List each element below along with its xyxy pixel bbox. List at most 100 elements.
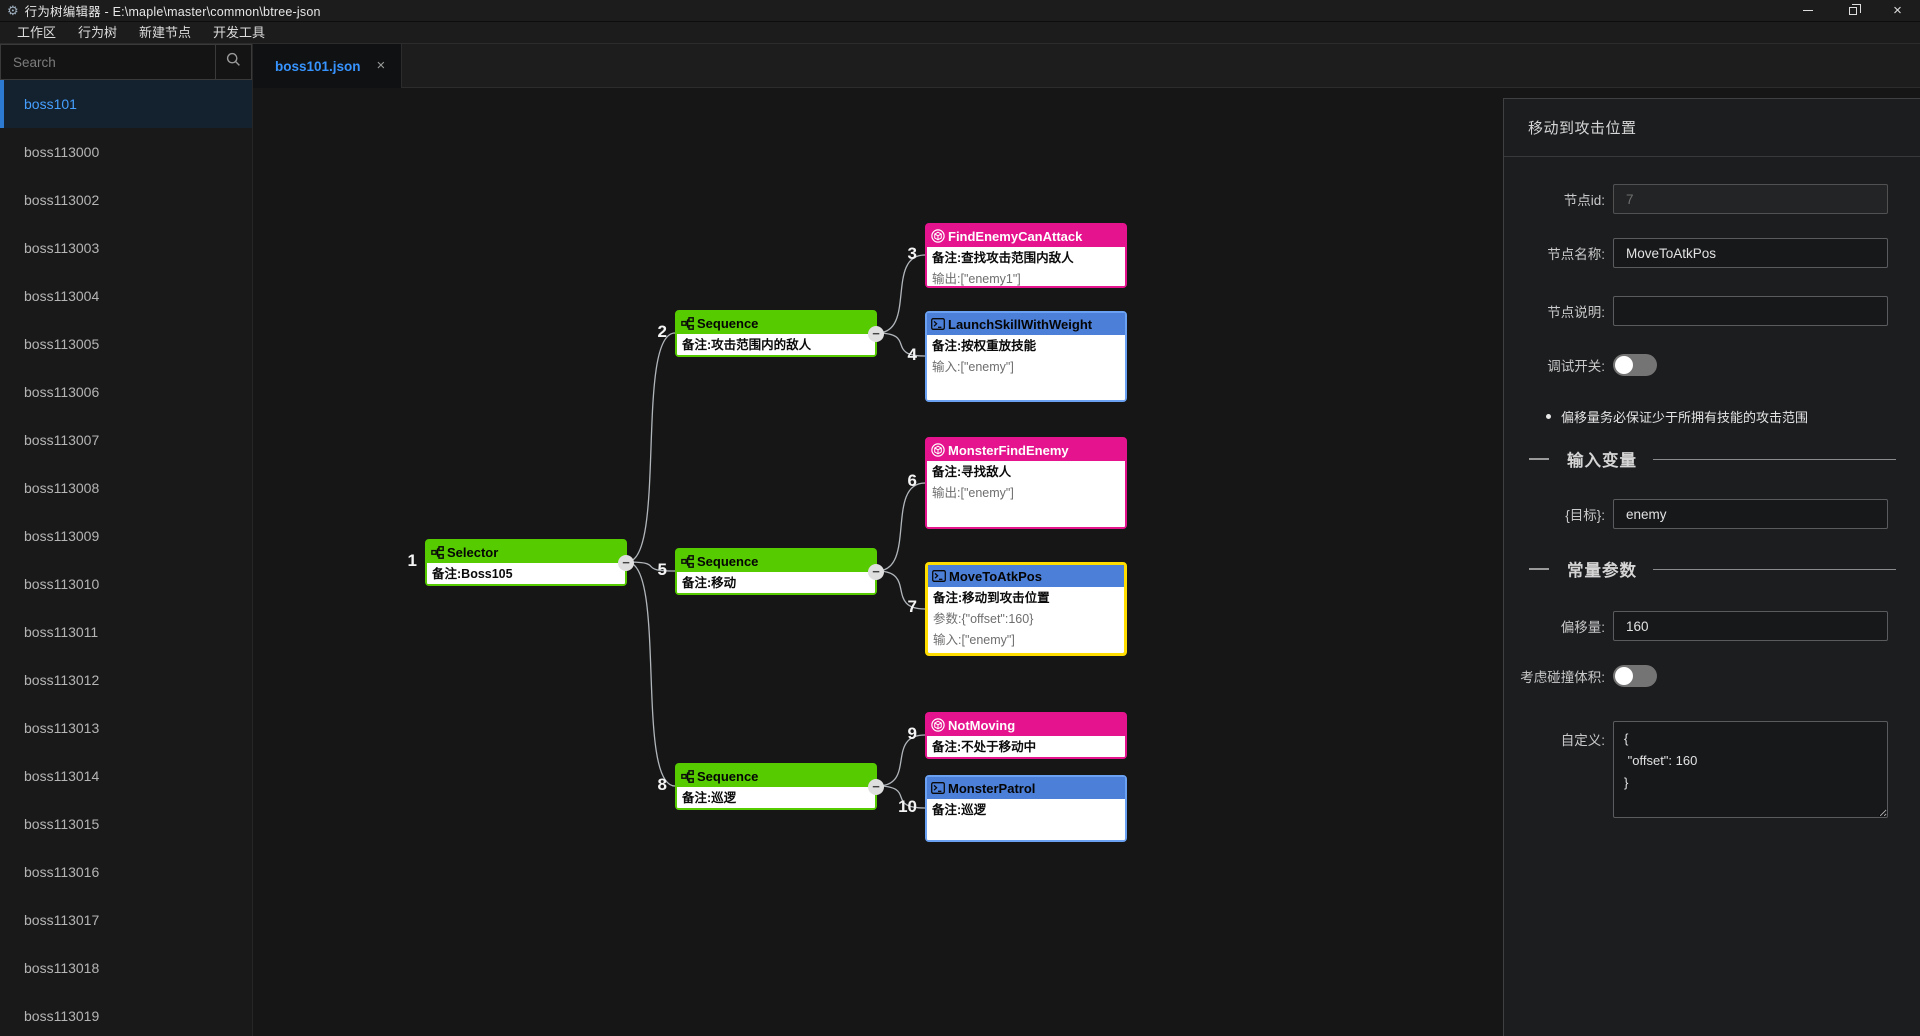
tab-boss101[interactable]: boss101.json × xyxy=(253,44,403,88)
section-title: 输入变量 xyxy=(1567,452,1637,470)
node-order-number: 3 xyxy=(907,243,917,263)
sidebar-item-boss113008[interactable]: boss113008 xyxy=(24,480,100,496)
search-bar xyxy=(0,44,252,80)
custom-label: 自定义: xyxy=(1560,733,1605,748)
node-body: 备注:Boss105 xyxy=(427,563,625,584)
menu-item-1[interactable]: 行为树 xyxy=(78,24,118,40)
section-input-vars: 输入变量 xyxy=(1529,447,1896,471)
offset-input[interactable] xyxy=(1613,611,1888,641)
field-custom: 自定义: { "offset": 160 } xyxy=(1504,721,1920,818)
node-line: 备注:移动 xyxy=(682,576,737,590)
node-order-number: 4 xyxy=(907,344,917,364)
sidebar-item-boss113009[interactable]: boss113009 xyxy=(24,528,100,544)
node-body: 备注:按权重放技能输入:["enemy"] xyxy=(927,335,1125,400)
sidebar-item-boss113014[interactable]: boss113014 xyxy=(24,768,100,784)
terminal-icon xyxy=(931,318,945,330)
sidebar-item-boss113018[interactable]: boss113018 xyxy=(24,960,100,976)
menu-item-2[interactable]: 新建节点 xyxy=(139,24,192,40)
menu-item-0[interactable]: 工作区 xyxy=(17,24,57,40)
sidebar-item-boss113004[interactable]: boss113004 xyxy=(24,288,100,304)
node-body: 备注:巡逻 xyxy=(927,799,1125,840)
debug-toggle[interactable] xyxy=(1613,354,1657,376)
node-order-number: 6 xyxy=(907,471,917,490)
tree-edge xyxy=(626,561,676,787)
node-body: 备注:不处于移动中 xyxy=(927,736,1125,757)
tab-close-icon[interactable]: × xyxy=(376,57,386,74)
sidebar-item-boss113012[interactable]: boss113012 xyxy=(24,672,100,688)
custom-json-textarea[interactable]: { "offset": 160 } xyxy=(1613,721,1888,818)
node-body: 备注:巡逻 xyxy=(677,787,875,808)
search-input[interactable] xyxy=(1,45,215,79)
sidebar-item-boss113011[interactable]: boss113011 xyxy=(24,624,99,640)
node-name-input[interactable] xyxy=(1613,238,1888,268)
tab-bar: boss101.json × xyxy=(253,44,1920,88)
node-order-number: 9 xyxy=(907,723,917,743)
node-header: LaunchSkillWithWeight xyxy=(927,313,1125,335)
node-body: 备注:查找攻击范围内敌人输出:["enemy1"] xyxy=(927,247,1125,286)
close-button[interactable]: × xyxy=(1875,0,1920,22)
node-order-number: 7 xyxy=(907,597,917,616)
debug-label: 调试开关: xyxy=(1547,359,1605,374)
sidebar-item-boss113010[interactable]: boss113010 xyxy=(24,576,100,592)
node-title: MonsterFindEnemy xyxy=(948,442,1069,458)
node-line: 备注:巡逻 xyxy=(682,791,737,805)
sidebar-item-boss113002[interactable]: boss113002 xyxy=(24,192,100,208)
close-icon: × xyxy=(1893,1,1902,19)
node-line: 参数:{"offset":160} xyxy=(933,612,1034,626)
menu-item-3[interactable]: 开发工具 xyxy=(213,24,266,40)
sidebar-item-boss113017[interactable]: boss113017 xyxy=(24,912,100,928)
bt-node-Sequence[interactable]: Sequence 备注:巡逻 − xyxy=(675,763,884,810)
node-line: 备注:移动到攻击位置 xyxy=(933,591,1050,605)
sidebar-item-boss113015[interactable]: boss113015 xyxy=(24,816,100,832)
sidebar-item-boss113006[interactable]: boss113006 xyxy=(24,384,100,400)
field-node-id: 节点id: xyxy=(1504,184,1920,214)
sidebar-item-boss113013[interactable]: boss113013 xyxy=(24,720,100,736)
collapse-toggle[interactable]: − xyxy=(868,563,884,580)
sidebar-item-boss113000[interactable]: boss113000 xyxy=(24,144,100,160)
section-const-params: 常量参数 xyxy=(1529,557,1896,581)
collision-toggle[interactable] xyxy=(1613,665,1657,687)
node-order-number: 2 xyxy=(657,321,667,341)
sidebar-item-boss113016[interactable]: boss113016 xyxy=(24,864,100,880)
panel-header: 移动到攻击位置 xyxy=(1504,99,1920,157)
node-line: 输入:["enemy"] xyxy=(933,633,1015,647)
node-header: MonsterPatrol xyxy=(927,777,1125,799)
section-rule xyxy=(1653,458,1896,460)
node-body: 备注:移动到攻击位置参数:{"offset":160} 输入:["enemy"] xyxy=(928,587,1124,653)
collapse-toggle[interactable]: − xyxy=(868,778,884,795)
sidebar-item-boss113007[interactable]: boss113007 xyxy=(24,432,100,448)
target-input[interactable] xyxy=(1613,499,1888,529)
sidebar-item-boss113005[interactable]: boss113005 xyxy=(24,336,100,352)
search-button[interactable] xyxy=(215,45,251,79)
sidebar-item-boss113003[interactable]: boss113003 xyxy=(24,240,100,256)
node-line: 备注:查找攻击范围内敌人 xyxy=(932,251,1074,265)
tree-icon xyxy=(681,316,694,330)
sidebar-item-boss113019[interactable]: boss113019 xyxy=(24,1008,100,1024)
field-debug-toggle: 调试开关: xyxy=(1504,354,1920,376)
bullet-icon xyxy=(1546,414,1551,419)
node-header: Selector xyxy=(427,541,625,563)
terminal-icon xyxy=(932,570,946,582)
node-body: 备注:寻找敌人输出:["enemy"] xyxy=(927,461,1125,527)
panel-title: 移动到攻击位置 xyxy=(1528,120,1637,137)
minimize-button[interactable] xyxy=(1785,0,1830,22)
collapse-toggle[interactable]: − xyxy=(618,554,634,571)
collapse-toggle[interactable]: − xyxy=(868,325,884,342)
node-header: Sequence xyxy=(677,765,875,787)
node-line: 备注:攻击范围内的敌人 xyxy=(682,338,812,352)
node-desc-input[interactable] xyxy=(1613,296,1888,326)
sidebar-item-boss101[interactable]: boss101 xyxy=(0,80,252,128)
field-offset: 偏移量: xyxy=(1504,611,1920,641)
restore-button[interactable] xyxy=(1830,0,1875,22)
bt-node-MonsterFindEnemy[interactable]: MonsterFindEnemy 备注:寻找敌人输出:["enemy"] xyxy=(925,437,1127,529)
property-panel: 移动到攻击位置 节点id: 节点名称: 节点说明: 调试开关: 偏移量务必保证少… xyxy=(1503,98,1920,1036)
node-order-number: 1 xyxy=(407,550,417,570)
